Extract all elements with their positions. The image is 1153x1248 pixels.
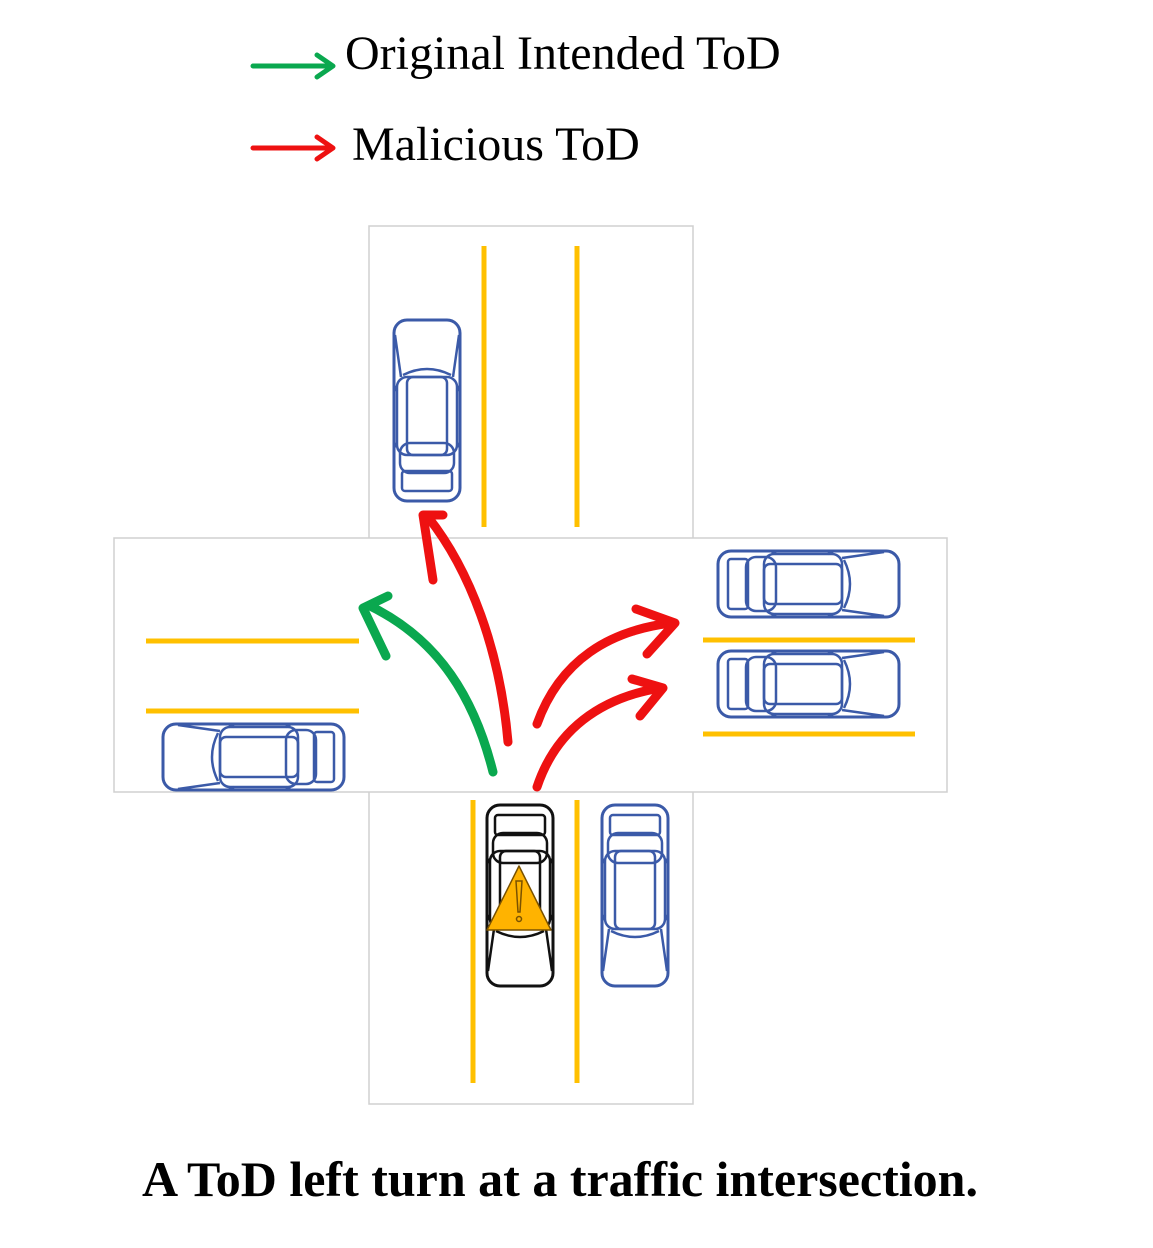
lane-markings [146,246,915,1083]
red-arrow-icon [250,134,336,162]
legend-label-intended: Original Intended ToD [345,27,781,80]
legend-label-malicious: Malicious ToD [352,118,640,171]
road-network [113,225,948,1105]
car-icon [716,549,901,619]
north-road [368,225,694,538]
car-icon [161,722,346,792]
legend: Original Intended ToD Malicious ToD [250,27,781,171]
car-icon [600,803,670,988]
legend-item-malicious: Malicious ToD [250,118,640,171]
green-arrow-icon [250,52,336,80]
figure-caption: A ToD left turn at a traffic intersectio… [142,1151,978,1207]
trajectories [358,510,680,792]
south-road [368,792,694,1105]
intersection-band [113,537,948,793]
ego-vehicle [485,803,555,988]
car-icon [716,649,901,719]
legend-item-intended: Original Intended ToD [250,27,781,80]
malicious-path-east-lower [532,674,668,792]
malicious-path-north [418,510,513,747]
warning-triangle-icon [486,865,552,931]
car-icon [392,318,462,503]
malicious-path-east-upper [532,604,680,729]
intended-path [358,591,498,777]
vehicles [161,318,901,988]
